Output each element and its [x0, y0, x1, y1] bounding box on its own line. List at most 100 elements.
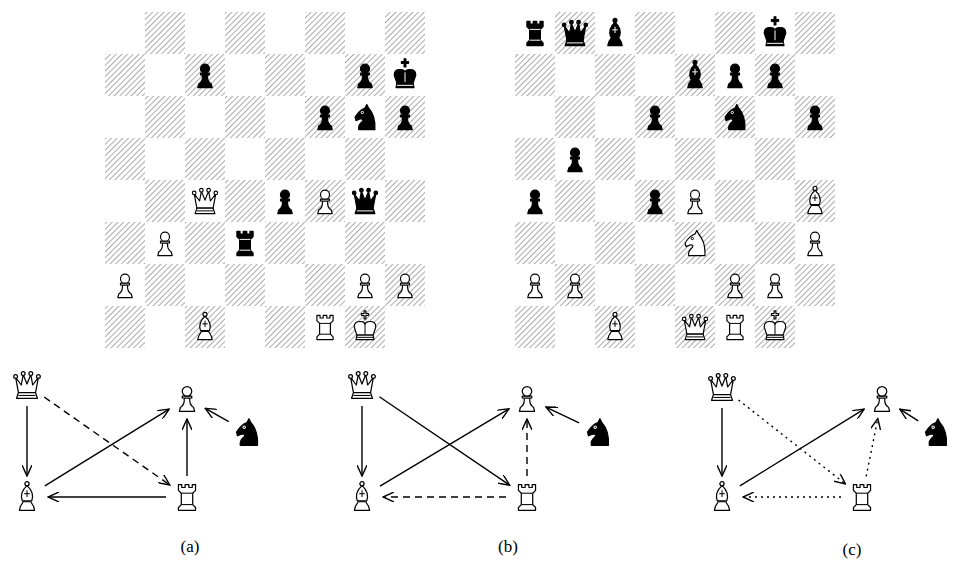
- chess-piece: [355, 104, 375, 129]
- dark-square: [145, 96, 185, 138]
- dark-square: [635, 12, 675, 54]
- chess-piece: [728, 274, 742, 297]
- dark-square: [145, 264, 185, 306]
- relation-arrow: [26, 406, 27, 476]
- chess-piece: [527, 21, 543, 45]
- dark-square: [105, 54, 145, 96]
- chess-piece: [398, 274, 412, 297]
- dark-square: [675, 54, 715, 96]
- chess-piece: [19, 482, 34, 511]
- chess-piece: [528, 274, 542, 297]
- dark-square: [555, 96, 595, 138]
- dark-square: [715, 264, 755, 306]
- dark-square: [515, 54, 555, 96]
- chess-board: [515, 12, 835, 348]
- chess-piece: [349, 372, 376, 399]
- relation-arrow: [740, 409, 864, 486]
- relation-arrow: [205, 408, 228, 421]
- dark-square: [345, 222, 385, 264]
- dark-square: [675, 138, 715, 180]
- chess-piece: [237, 419, 258, 446]
- dark-square: [385, 180, 425, 222]
- dark-square: [795, 96, 835, 138]
- chess-piece: [118, 274, 132, 297]
- relation-arrow: [546, 407, 579, 423]
- chess-piece: [808, 106, 822, 129]
- dark-square: [635, 96, 675, 138]
- chess-piece: [354, 311, 376, 340]
- relation-arrow: [866, 419, 878, 477]
- chess-piece: [278, 190, 292, 213]
- chess-piece: [358, 64, 372, 87]
- chess-piece: [158, 232, 172, 255]
- dark-square: [385, 12, 425, 54]
- dark-square: [515, 138, 555, 180]
- relation-graph: [14, 372, 258, 511]
- dark-square: [225, 12, 265, 54]
- dark-square: [595, 306, 635, 348]
- dark-square: [555, 264, 595, 306]
- chess-piece: [648, 190, 662, 213]
- panel-label: (c): [843, 540, 862, 560]
- dark-square: [225, 180, 265, 222]
- chess-piece: [198, 64, 212, 87]
- chess-piece: [682, 314, 707, 339]
- chess-piece: [178, 485, 195, 511]
- chess-piece: [237, 231, 253, 255]
- chess-piece: [608, 312, 622, 339]
- dark-square: [185, 138, 225, 180]
- dark-square: [265, 54, 305, 96]
- dark-square: [715, 96, 755, 138]
- chess-piece: [354, 482, 369, 511]
- dark-square: [755, 306, 795, 348]
- chess-piece: [518, 485, 535, 511]
- relation-arrow: [44, 397, 170, 485]
- dark-square: [145, 180, 185, 222]
- relation-arrow: [380, 409, 509, 486]
- relation-arrow: [45, 409, 169, 486]
- dark-square: [225, 96, 265, 138]
- relation-arrow: [361, 406, 362, 476]
- chess-piece: [764, 311, 786, 340]
- dark-square: [225, 264, 265, 306]
- dark-square: [515, 222, 555, 264]
- dark-square: [265, 306, 305, 348]
- chess-piece: [198, 312, 212, 339]
- chess-piece: [398, 106, 412, 129]
- dark-square: [635, 180, 675, 222]
- dark-square: [385, 96, 425, 138]
- chess-piece: [688, 60, 702, 87]
- chess-piece: [688, 190, 702, 213]
- relation-graph: [349, 372, 609, 511]
- dark-square: [715, 180, 755, 222]
- chess-piece: [926, 419, 947, 446]
- relation-arrow: [739, 400, 846, 484]
- dark-square: [555, 12, 595, 54]
- chess-piece: [764, 17, 786, 46]
- dark-square: [755, 54, 795, 96]
- chess-piece: [608, 18, 622, 45]
- chess-piece: [352, 188, 377, 213]
- panel-label: (b): [498, 537, 518, 557]
- dark-square: [795, 264, 835, 306]
- dark-square: [385, 264, 425, 306]
- chess-board: [105, 12, 425, 348]
- chess-piece: [568, 148, 582, 171]
- dark-square: [305, 180, 345, 222]
- chess-piece: [853, 485, 870, 511]
- chess-piece: [768, 64, 782, 87]
- dark-square: [265, 138, 305, 180]
- chess-piece: [648, 106, 662, 129]
- dark-square: [515, 306, 555, 348]
- dark-square: [675, 306, 715, 348]
- chess-piece: [685, 230, 705, 255]
- relation-graph: [709, 374, 947, 511]
- chess-piece: [519, 387, 534, 412]
- dark-square: [105, 306, 145, 348]
- dark-square: [305, 96, 345, 138]
- dark-square: [795, 180, 835, 222]
- dark-square: [305, 264, 345, 306]
- dark-square: [105, 138, 145, 180]
- dark-square: [795, 12, 835, 54]
- chess-piece: [727, 315, 743, 339]
